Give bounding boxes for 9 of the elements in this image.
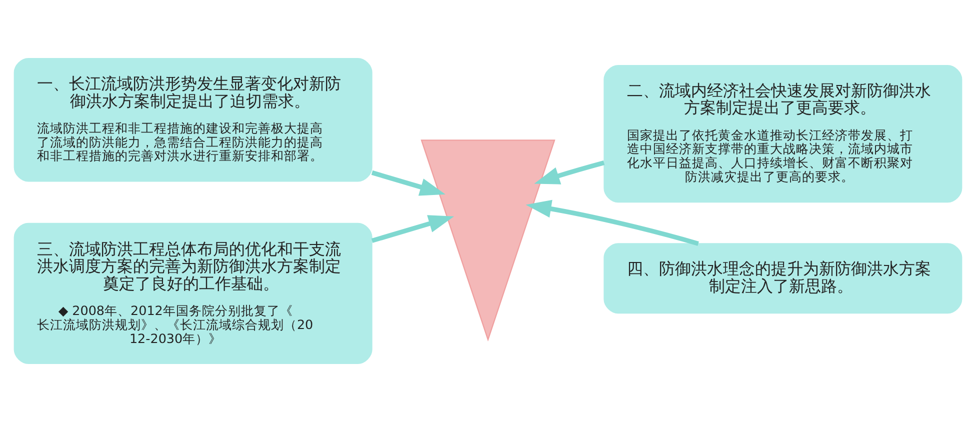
node-box: 一、长江流域防洪形势发生显著变化对新防御洪水方案制定提出了迫切需求。 流域防洪工程和非工程措施的建设和完善极大提高了流域的防洪能力，急需结合工程防洪能力的提高和非工程措施的完善对洪水进行重新安排和部署。 <box>13 58 372 182</box>
node-box: 四、防御洪水理念的提升为新防御洪水方案制定注入了新思路。 <box>603 242 962 314</box>
node-box: 二、流域内经济社会快速发展对新防御洪水方案制定提出了更高要求。 国家提出了依托黄金水道推动长江经济带发展、打造中国经济新支撑带的重大战略决策，流域内城市化水平日益提高、人口持续增长、财富不断积聚对防洪减灾提出了更高的要求。 <box>603 64 962 202</box>
arrow <box>534 160 604 184</box>
arrow <box>370 170 445 196</box>
node-box: 三、流域防洪工程总体布局的优化和干支流洪水调度方案的完善为新防御洪水方案制定奠定了良好的工作基础。 ◆ 2008年、2012年国务院分别批复了《长江流域防洪规划》、《长江流域综合规划（2012-2030年）》 <box>13 222 372 364</box>
arrow <box>370 214 454 242</box>
arrow <box>525 199 698 246</box>
node-funnel <box>420 139 555 341</box>
